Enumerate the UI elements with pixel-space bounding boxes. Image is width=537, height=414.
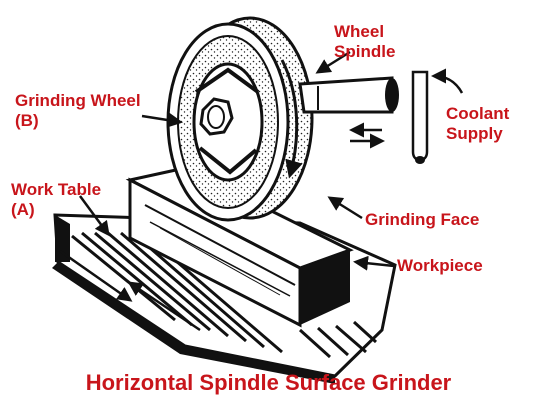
wheel-spindle-leader xyxy=(315,50,351,74)
label-wheel-spindle-line-2: Spindle xyxy=(334,42,396,61)
label-grinding-wheel: Grinding Wheel (B) xyxy=(15,91,141,131)
label-grinding-wheel-line-1: Grinding Wheel xyxy=(15,91,141,110)
spindle-travel-arrows xyxy=(349,122,385,149)
workpiece-leader xyxy=(353,255,395,271)
coolant-nozzle xyxy=(411,70,429,164)
leader-arrows xyxy=(78,50,464,271)
grinding-wheel-leader xyxy=(141,112,183,128)
label-wheel-spindle-line-1: Wheel xyxy=(334,22,385,41)
table-slots xyxy=(71,231,378,359)
label-workpiece: Workpiece xyxy=(397,256,483,275)
label-grinding-wheel-line-2: (B) xyxy=(15,111,39,130)
coolant-leader xyxy=(431,68,464,94)
label-coolant-line-1: Coolant xyxy=(446,104,510,123)
label-work-table-line-1: Work Table xyxy=(11,180,102,199)
label-grinding-face: Grinding Face xyxy=(365,210,480,229)
grinding-wheel xyxy=(166,16,314,222)
wheel-spindle xyxy=(298,76,399,114)
label-coolant-line-2: Supply xyxy=(446,124,503,143)
work-table-leader xyxy=(78,195,110,237)
diagram-caption: Horizontal Spindle Surface Grinder xyxy=(85,370,452,395)
grinding-face-leader xyxy=(327,196,363,220)
label-wheel-spindle: Wheel Spindle xyxy=(334,22,395,62)
label-coolant-supply: Coolant Supply xyxy=(446,104,509,144)
label-work-table: Work Table (A) xyxy=(11,180,101,220)
label-work-table-line-2: (A) xyxy=(11,200,35,219)
